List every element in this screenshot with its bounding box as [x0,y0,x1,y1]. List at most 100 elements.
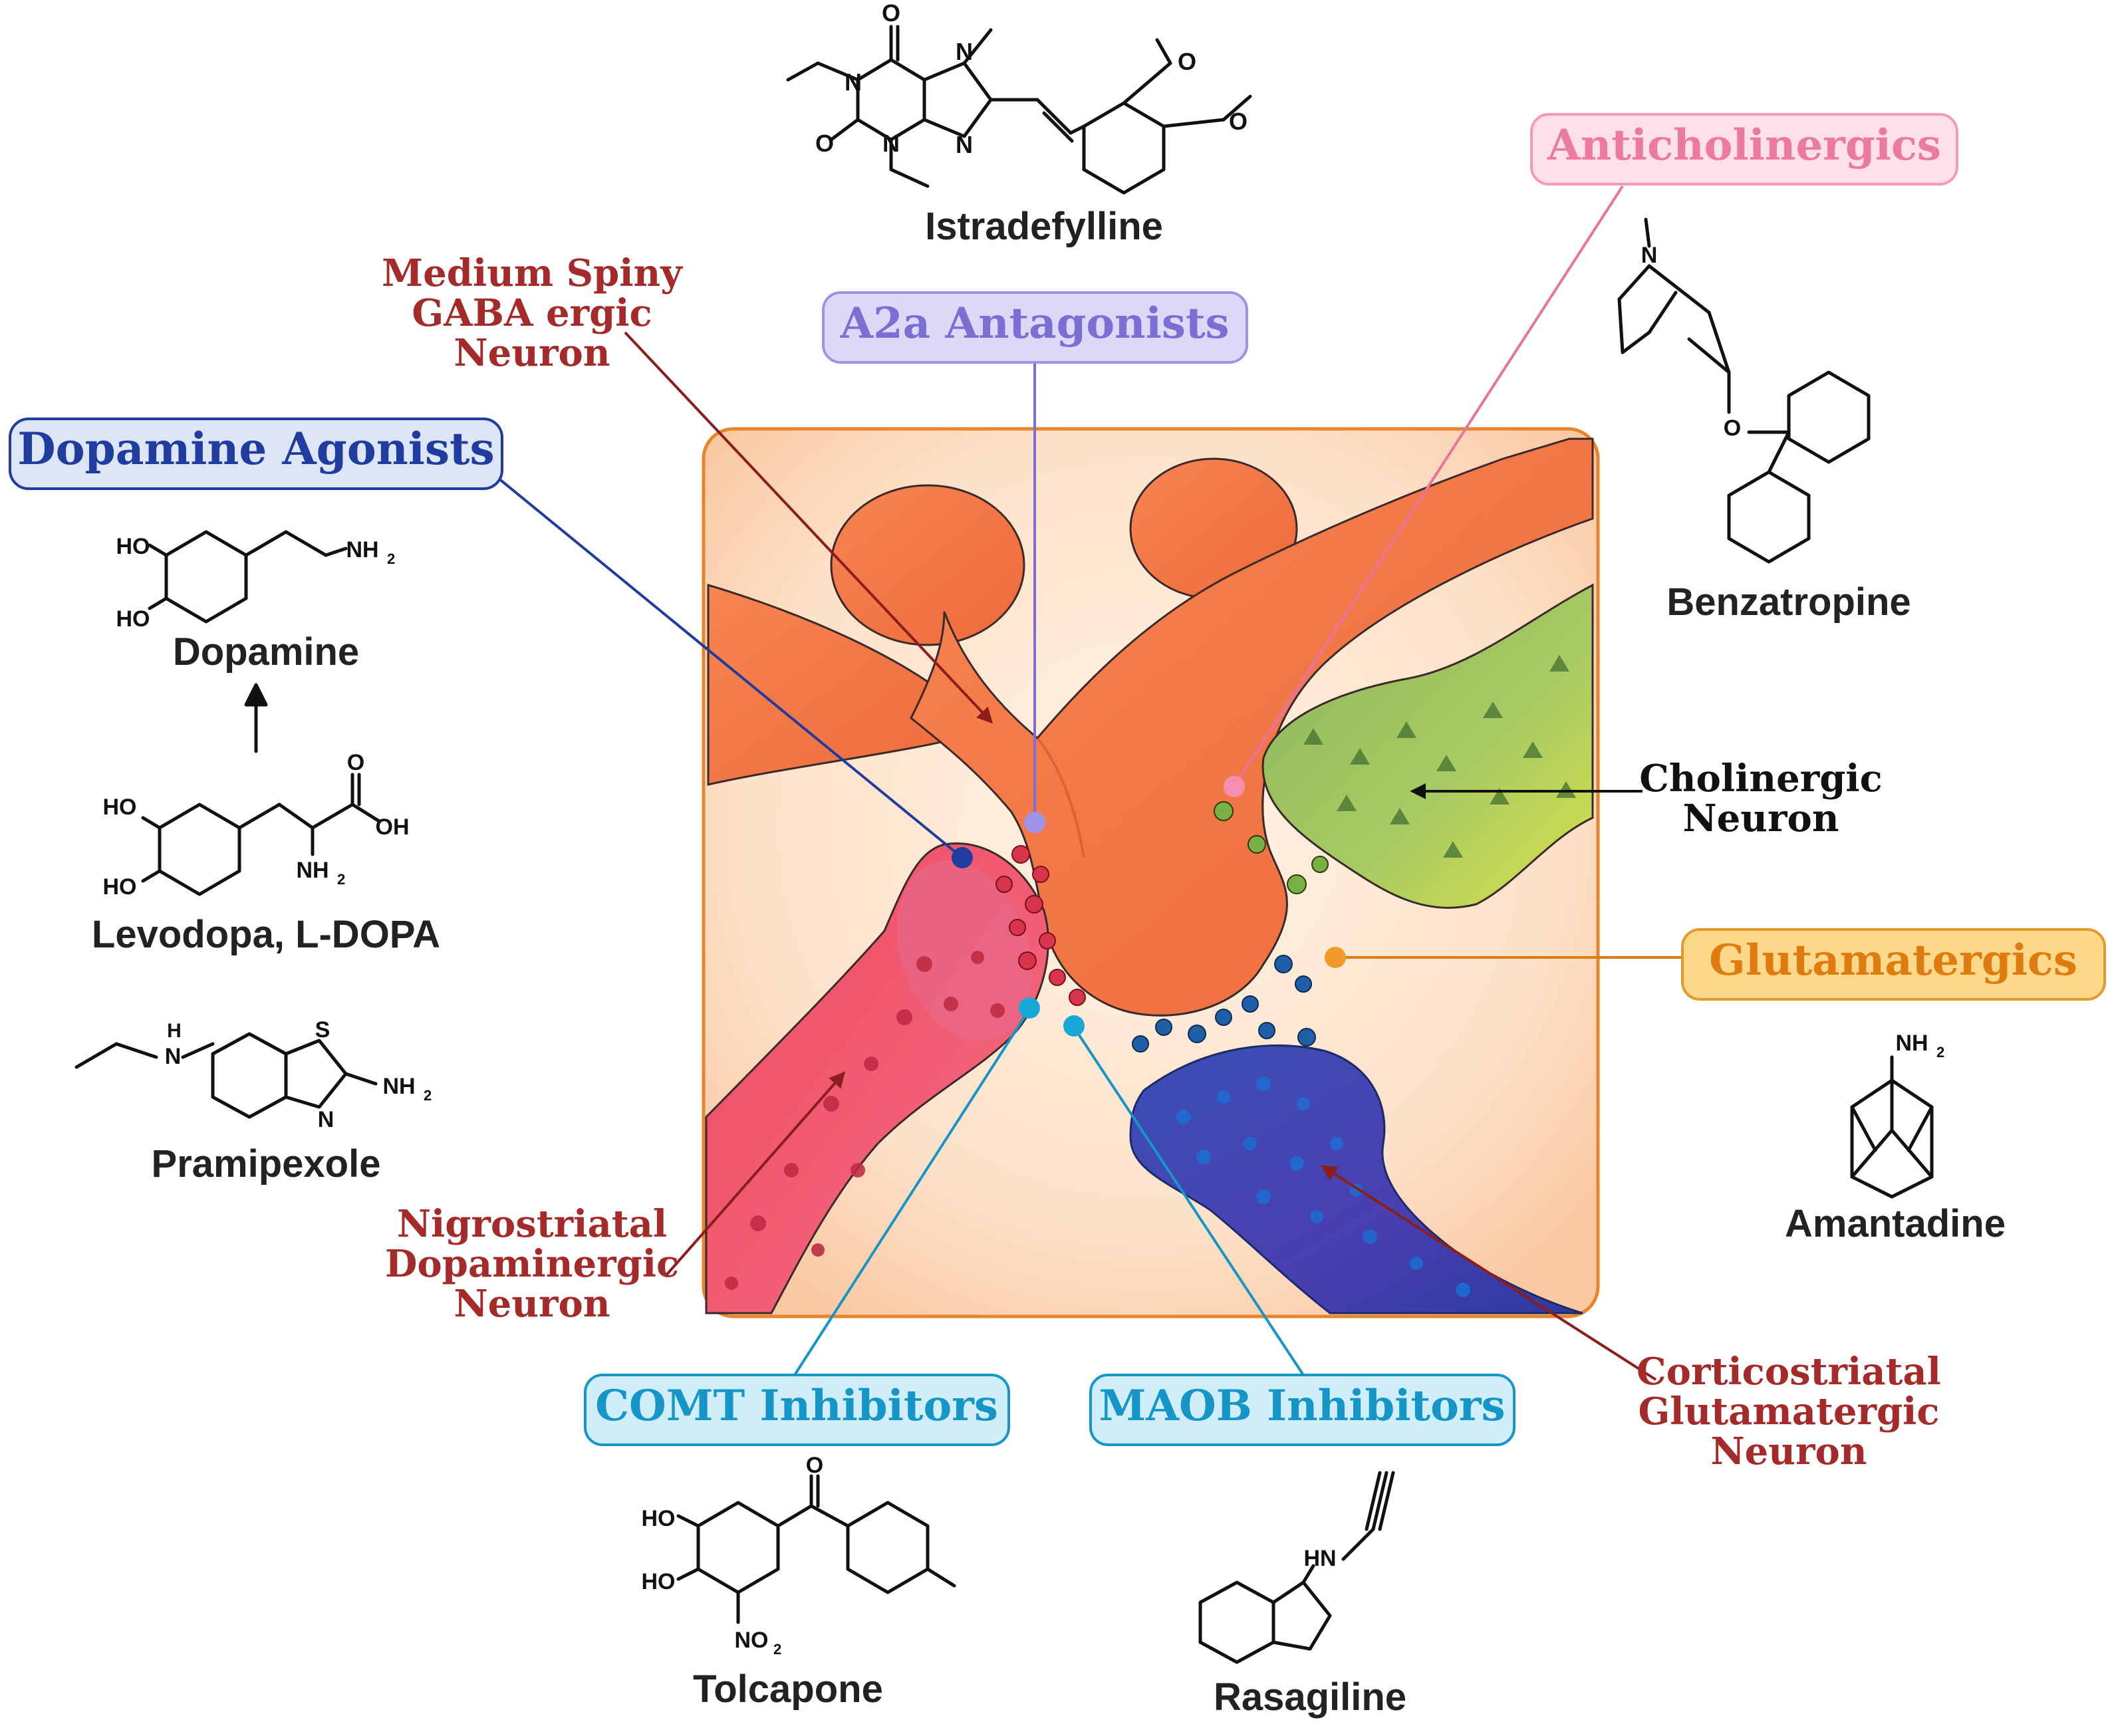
benzatropine-n: N [1641,243,1658,268]
synapse-panel [702,427,1600,1318]
cholinergic-line-1: Cholinergic [1639,757,1883,801]
pramipexole-nh2-sub: 2 [424,1087,432,1104]
corticostriatal-arrow [1320,1165,1657,1381]
medium-spiny-line-2: GABA ergic [412,291,652,335]
levodopa-nh2-sub: 2 [337,871,345,888]
glutamatergics-label: Glutamatergics [1681,928,2106,1001]
tolcapone-no2: NO [735,1628,769,1653]
comt-inhibitors-target-dot [1019,997,1040,1019]
dopamine-agonists-connector [485,467,964,859]
tolcapone-ho1: HO [642,1506,676,1531]
tolcapone-o: O [806,1453,823,1478]
nigrostriatal-arrow [664,1071,846,1278]
amantadine-structure: NH 2 [1850,1031,1944,1199]
levodopa-label: Levodopa, L-DOPA [92,913,440,956]
istradefylline-n2: N [882,130,900,157]
dopamine-nh2: NH [346,537,378,562]
amantadine-nh2-sub: 2 [1936,1044,1944,1060]
anticholinergics-text: Anticholinergics [1547,120,1941,170]
dopamine-label: Dopamine [173,630,359,674]
corticostriatal-line-1: Corticostriatal [1637,1350,1941,1394]
a2a-antagonists-target-dot [1024,812,1045,833]
category-labels: Dopamine Agonists A2a Antagonists Antich… [9,113,2106,1446]
levodopa-structure: HO HO O OH NH 2 [103,750,410,900]
istradefylline-n4: N [956,131,973,158]
comt-inhibitors-connector [793,1008,1031,1376]
comt-inhibitors-label: COMT Inhibitors [584,1374,1010,1446]
levodopa-o: O [347,750,364,775]
medium-spiny-line-1: Medium Spiny [382,251,683,295]
dopamine-agonists-text: Dopamine Agonists [17,423,494,475]
dopamine-ho2: HO [116,606,150,632]
pramipexole-h: H [167,1020,182,1042]
medium-spiny-line-3: Neuron [454,331,610,375]
istradefylline-o4: O [1229,108,1248,135]
nigrostriatal-line-2: Dopaminergic [385,1242,679,1286]
nigrostriatal-line-3: Neuron [454,1282,610,1326]
nigrostriatal-neuron-shape [705,842,1049,1314]
levodopa-oh: OH [376,814,410,840]
istradefylline-o1: O [882,0,900,27]
istradefylline-structure: O N O N N N O O [786,0,1252,195]
anticholinergics-connector [1234,185,1624,786]
neuron-labels: Medium Spiny GABA ergic Neuron Cholinerg… [382,251,1941,1473]
rasagiline-label: Rasagiline [1214,1675,1406,1719]
istradefylline-n1: N [845,68,862,96]
cholinergic-line-2: Neuron [1682,797,1839,840]
tolcapone-ho2: HO [642,1569,676,1594]
glutamatergics-text: Glutamatergics [1709,935,2077,985]
tolcapone-label: Tolcapone [693,1668,883,1711]
dopamine-structure: HO HO NH 2 [116,530,395,632]
connectors [485,185,1682,1381]
anticholinergics-label: Anticholinergics [1530,113,1958,186]
maob-inhibitors-connector [1073,1026,1305,1376]
chemical-structures: O N O N N N O O Istradefylline HO HO NH … [74,0,2006,1719]
medium-spiny-neuron-label: Medium Spiny GABA ergic Neuron [382,251,683,375]
pramipexole-nh2: NH [382,1074,415,1099]
rasagiline-hn: HN [1303,1546,1336,1571]
maob-inhibitors-text: MAOB Inhibitors [1099,1381,1506,1431]
pramipexole-label: Pramipexole [152,1142,381,1185]
amantadine-label: Amantadine [1785,1202,2006,1245]
tolcapone-structure: HO HO O NO 2 [642,1453,956,1658]
anticholinergics-target-dot [1224,776,1245,797]
maob-inhibitors-label: MAOB Inhibitors [1089,1374,1516,1446]
istradefylline-o3: O [1178,48,1196,75]
istradefylline-o2: O [815,130,834,157]
levodopa-nh2: NH [296,858,329,883]
benzatropine-o: O [1724,416,1741,441]
nigrostriatal-neuron-label: Nigrostriatal Dopaminergic Neuron [385,1202,679,1326]
a2a-antagonists-text: A2a Antagonists [839,299,1229,348]
medium-spiny-neuron-shape [707,437,1594,1017]
rasagiline-structure: HN [1198,1471,1395,1664]
corticostriatal-neuron-label: Corticostriatal Glutamatergic Neuron [1637,1350,1941,1473]
pramipexole-s: S [315,1017,330,1043]
istradefylline-label: Istradefylline [925,205,1163,248]
amantadine-nh2: NH [1895,1031,1928,1056]
synaptic-vesicles [995,801,1329,1053]
istradefylline-n3: N [956,38,973,65]
cholinergic-neuron-label: Cholinergic Neuron [1639,757,1883,840]
levodopa-to-dopamine-arrowhead [244,683,268,707]
glutamatergics-target-dot [1325,947,1346,968]
nigrostriatal-line-1: Nigrostriatal [397,1202,667,1246]
cholinergic-neuron-shape [1261,583,1594,909]
a2a-antagonists-label: A2a Antagonists [822,291,1248,364]
dopamine-nh2-sub: 2 [387,551,395,567]
corticostriatal-line-3: Neuron [1710,1429,1867,1473]
levodopa-ho2: HO [103,874,137,900]
corticostriatal-line-2: Glutamatergic [1638,1390,1939,1433]
medium-spiny-arrow [624,331,993,724]
dopamine-agonists-target-dot [952,847,973,868]
dopamine-agonists-label: Dopamine Agonists [9,418,503,490]
tolcapone-no2-sub: 2 [773,1641,781,1658]
pramipexole-structure: N H S N NH 2 [74,1017,432,1132]
dopamine-ho1: HO [116,534,150,559]
benzatropine-structure: N O [1617,217,1871,564]
pramipexole-n2: N [318,1107,334,1132]
comt-inhibitors-text: COMT Inhibitors [595,1381,998,1431]
maob-inhibitors-target-dot [1063,1015,1085,1037]
pramipexole-n1: N [165,1044,182,1069]
levodopa-ho1: HO [103,795,137,820]
